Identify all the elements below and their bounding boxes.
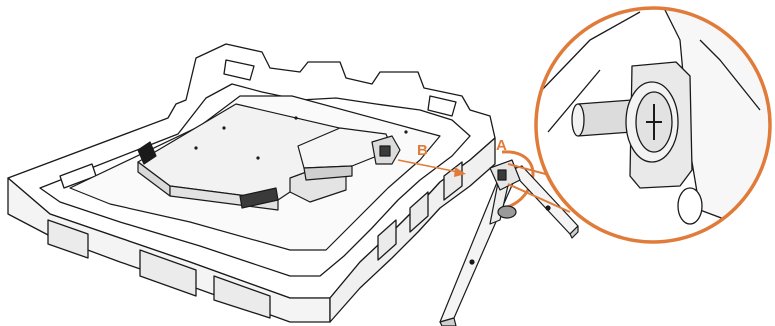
callout-line [507, 183, 571, 213]
arrow-b [397, 159, 466, 177]
tray-side-block [377, 219, 397, 261]
detail-panel-edge [547, 69, 601, 133]
arrow-b-head [454, 167, 466, 177]
screw-holes [194, 116, 408, 160]
arrow-b-line [397, 159, 459, 173]
phillips-cross-icon [646, 104, 662, 140]
detail-shaft-end [571, 103, 585, 137]
tray-rim-notch [223, 59, 255, 81]
tray-foot-block [139, 249, 197, 297]
stand-leg-long-side [439, 317, 457, 326]
tray-rim-notch [427, 95, 457, 117]
leg-hole [545, 205, 551, 211]
detail-panel-inner [699, 39, 761, 111]
label-b: B [417, 142, 428, 159]
screw-hole [194, 146, 198, 150]
screw-hole [294, 116, 298, 120]
tray-foot-block [213, 275, 271, 319]
detail-circle-border [534, 6, 772, 244]
brand-logo [137, 141, 157, 165]
tray-foot-block [47, 219, 89, 259]
detail-panel-edge [539, 11, 641, 93]
bracket-slot [379, 145, 391, 157]
screw-hole [404, 130, 408, 134]
stand-mount-bracket [289, 127, 401, 203]
bracket-arm-side [303, 165, 353, 181]
leg-hole [469, 259, 475, 265]
detail-screw-shaft [577, 99, 633, 137]
stand-screw-socket [497, 169, 507, 181]
tray-side-block [409, 191, 429, 233]
thumb-screw [497, 205, 517, 219]
screw-hole [222, 126, 226, 130]
screw-hole [256, 156, 260, 160]
io-port-strip [239, 187, 279, 209]
detail-side-hole [677, 187, 703, 225]
stand-leg-right-side [569, 225, 579, 239]
label-a: A [496, 137, 507, 154]
